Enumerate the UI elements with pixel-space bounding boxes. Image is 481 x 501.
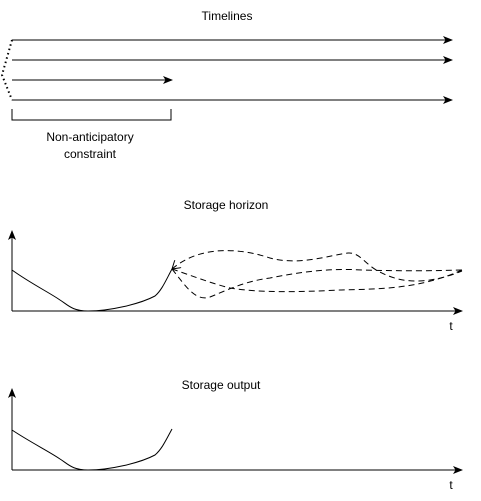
- storage-horizon-scenario-3: [171, 268, 463, 293]
- bracket-label-line2: constraint: [64, 147, 117, 161]
- storage-output-section: Storage output t: [7, 378, 463, 492]
- storage-output-title: Storage output: [182, 378, 261, 392]
- timelines-section: Timelines Non-anticipatory constraint: [0, 9, 453, 161]
- storage-output-t-label: t: [449, 478, 453, 492]
- storage-horizon-scenario-1: [172, 250, 463, 282]
- timeline-branch-dots: [0, 39, 13, 101]
- non-anticipatory-bracket: [11, 109, 172, 121]
- storage-horizon-section: Storage horizon t: [7, 198, 463, 333]
- storage-output-curve: [11, 428, 173, 471]
- storage-horizon-title: Storage horizon: [184, 198, 269, 212]
- storage-horizon-t-label: t: [449, 319, 453, 333]
- bracket-label-line1: Non-anticipatory: [46, 130, 133, 144]
- storage-horizon-scenario-2: [171, 268, 463, 299]
- storage-horizon-realized-curve: [11, 268, 173, 312]
- timelines-title: Timelines: [202, 9, 253, 23]
